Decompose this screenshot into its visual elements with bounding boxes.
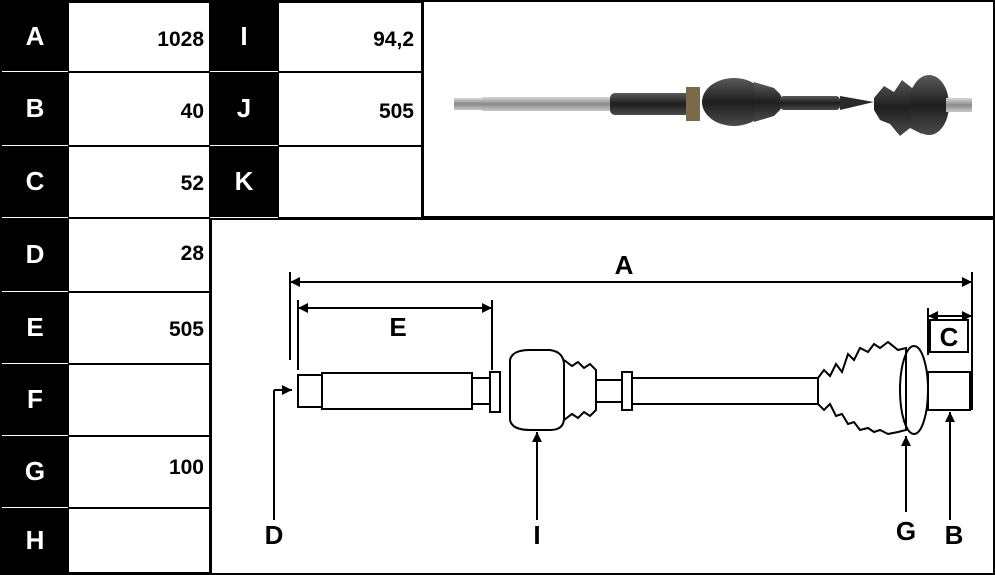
value-cell-k (278, 146, 422, 218)
value-cell-b (68, 72, 210, 146)
driveshaft-photo-image (454, 75, 972, 136)
letter-a: A (2, 2, 68, 72)
value-cell-c (68, 146, 210, 218)
value-g: 100 (168, 456, 204, 479)
label-a: A (615, 250, 634, 280)
value-i: 94,2 (373, 28, 414, 51)
letter-k: K (210, 146, 278, 218)
label-d: D (265, 520, 284, 550)
letter-i: I (210, 2, 278, 72)
value-cell-j (278, 72, 422, 146)
letter-j: J (210, 72, 278, 146)
value-cell-h (68, 508, 210, 573)
label-c: C (940, 322, 959, 352)
letter-h: H (2, 508, 68, 573)
letter-g: G (2, 436, 68, 508)
label-e: E (389, 312, 406, 342)
value-cell-a (68, 2, 210, 72)
value-b: 40 (180, 100, 204, 123)
value-cell-i (278, 2, 422, 72)
value-cell-g (68, 436, 210, 508)
label-i: I (533, 520, 540, 550)
driveshaft-technical-drawing: A E C D I G B (210, 218, 993, 573)
value-cell-e (68, 292, 210, 364)
letter-e: E (2, 292, 68, 364)
label-b: B (945, 520, 964, 550)
letter-b: B (2, 72, 68, 146)
letter-c: C (2, 146, 68, 218)
value-c: 52 (180, 172, 204, 195)
value-cell-f (68, 364, 210, 436)
value-j: 505 (378, 100, 414, 123)
value-a: 1028 (157, 28, 204, 51)
letter-f: F (2, 364, 68, 436)
value-d: 28 (180, 242, 204, 265)
dimension-drawing: A E C D I G B (265, 250, 973, 550)
driveshaft-photo (422, 2, 993, 218)
value-cell-d (68, 218, 210, 292)
value-e: 505 (168, 318, 204, 341)
label-g: G (896, 516, 916, 546)
letter-d: D (2, 218, 68, 292)
